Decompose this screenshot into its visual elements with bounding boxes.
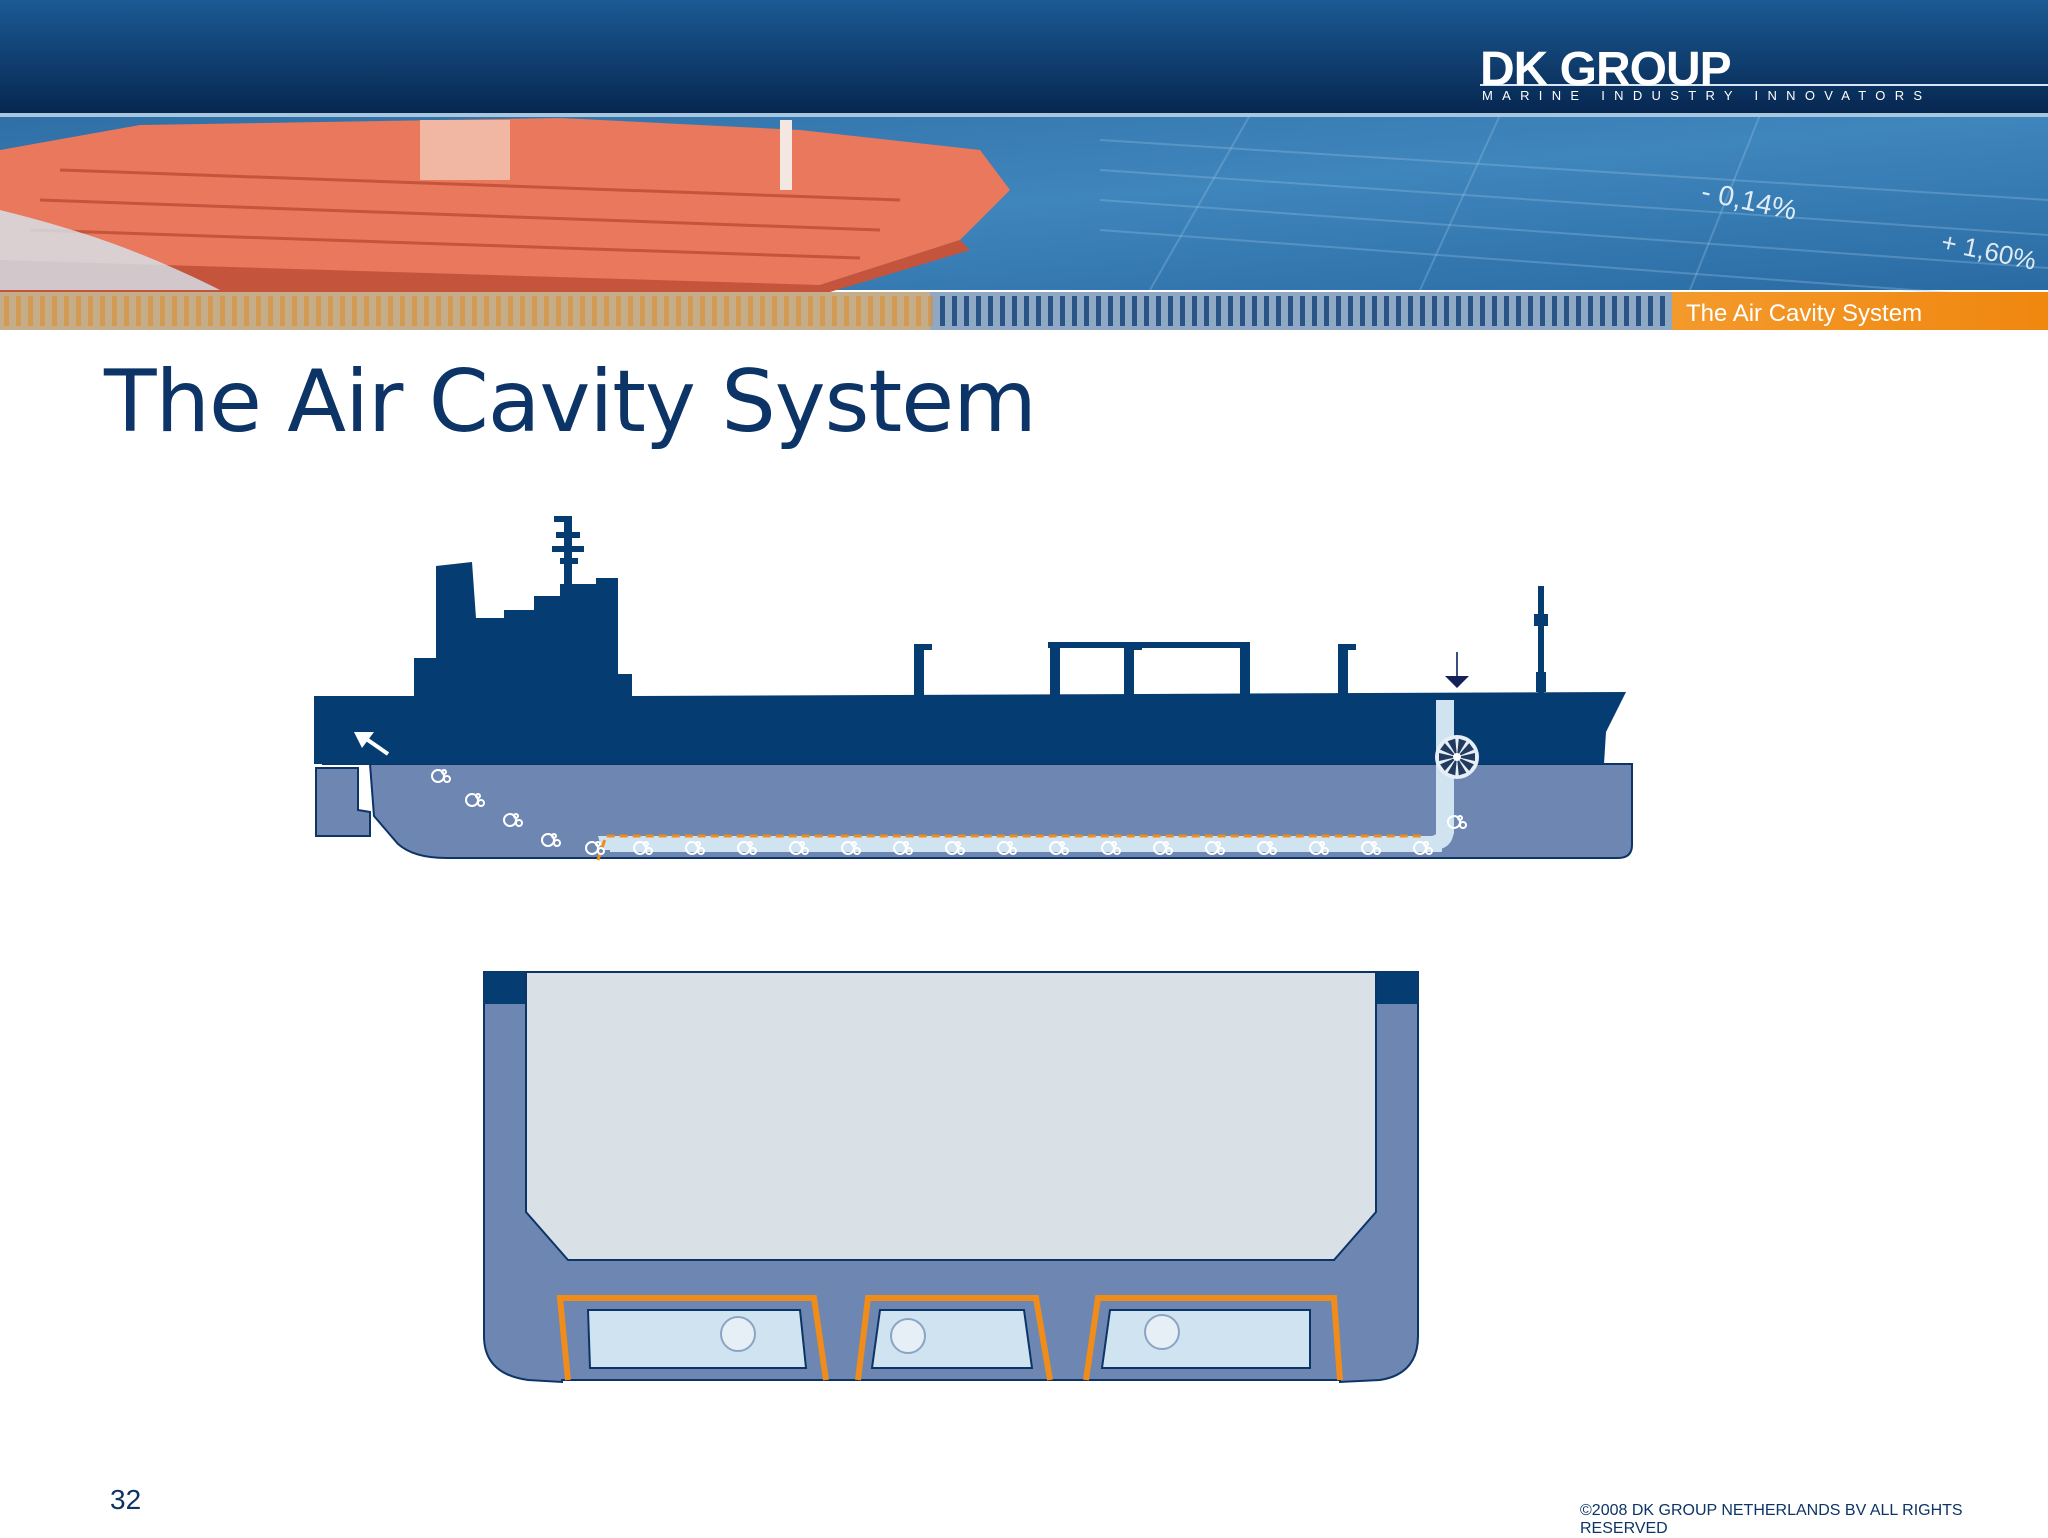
upper-hull — [314, 562, 1626, 764]
header-graphic: - 0,14% + 1,60% — [0, 0, 2048, 330]
down-arrow-icon — [1445, 652, 1469, 688]
deck-corner-right — [1376, 972, 1418, 1004]
air-cavity-right — [1083, 1295, 1343, 1381]
deck-corner-left — [484, 972, 526, 1004]
brand-rule — [1480, 84, 2048, 86]
brand-tagline: MARINE INDUSTRY INNOVATORS — [1482, 88, 1932, 103]
ship-side-view-diagram — [314, 516, 1633, 861]
cargo-hold — [525, 971, 1377, 1261]
brand-logo: DK GROUP — [1480, 43, 1732, 96]
header-banner: - 0,14% + 1,60% DK GROUP MARINE INDUSTRY… — [0, 0, 2048, 335]
air-cavity-layer — [610, 836, 1442, 852]
page-number: 32 — [110, 1484, 142, 1515]
slide-title: The Air Cavity System — [104, 352, 1037, 452]
bubble-icon — [431, 769, 1467, 855]
ship-cross-section-diagram — [483, 971, 1419, 1384]
main-mast — [552, 516, 584, 598]
crane-boom — [1050, 642, 1250, 648]
rudder — [315, 767, 371, 837]
diagonal-arrow-icon — [354, 732, 390, 756]
air-cavity-center — [855, 1295, 1053, 1381]
air-cavity-left — [556, 1295, 829, 1381]
section-tab: The Air Cavity System — [1686, 300, 1923, 327]
copyright-notice: ©2008 DK GROUP NETHERLANDS BV ALL RIGHTS… — [1580, 1502, 1963, 1537]
fan-icon — [1435, 735, 1479, 779]
